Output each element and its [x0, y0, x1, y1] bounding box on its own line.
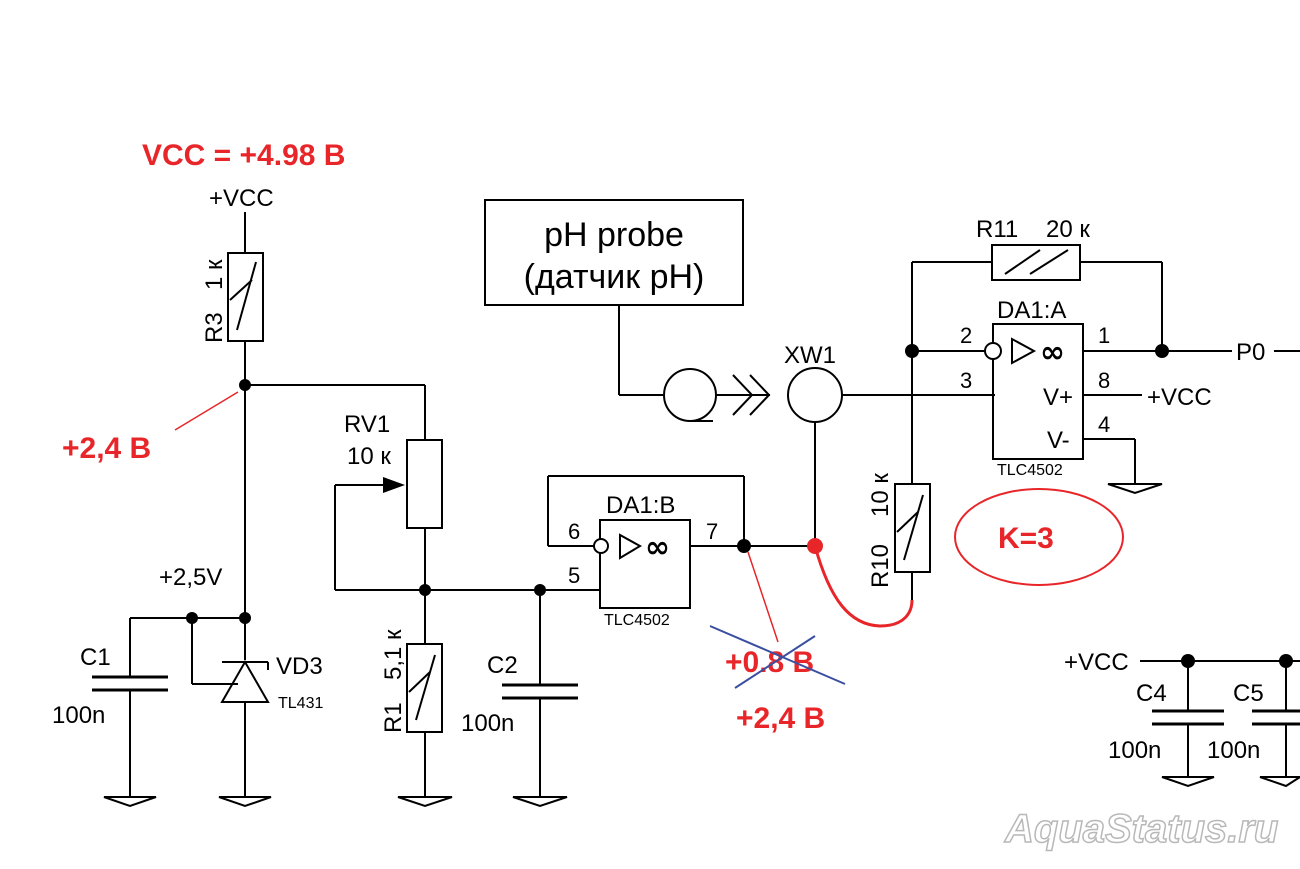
infinity-icon: ∞: [645, 530, 670, 565]
ph-probe-box: [484, 199, 744, 306]
rv1-value: 10 к: [347, 443, 391, 470]
strike-line-2: [734, 635, 816, 689]
vcc-value-annotation: VCC = +4.98 B: [142, 139, 345, 172]
r10-value: 10 к: [867, 473, 894, 517]
pin-a1: 1: [1098, 323, 1110, 348]
decoupling-section: [1140, 654, 1300, 788]
pin-b7: 7: [706, 519, 718, 544]
r3-value: 1 к: [201, 259, 228, 290]
pin-a8: 8: [1098, 368, 1110, 393]
infinity-icon-a: ∞: [1040, 335, 1065, 370]
c4-name: C4: [1136, 680, 1167, 707]
ground-r1-icon: [397, 796, 453, 808]
c1-name: C1: [80, 644, 111, 671]
diode-vd3: [220, 659, 270, 703]
pin-a4: 4: [1098, 412, 1110, 437]
coax-connector-icon: [663, 368, 717, 422]
red-text-annotations: VCC = +4.98 B +2,4 B +0.8 B +2,4 B K=3: [62, 139, 1054, 735]
pin-a2: 2: [960, 323, 972, 348]
ground-c1-icon: [103, 796, 157, 808]
pin-b6: 6: [568, 519, 580, 544]
vcc-opamp-label: +VCC: [1147, 384, 1212, 411]
ground-c2-icon: [512, 796, 568, 808]
opamp-da1b: ∞: [547, 475, 815, 609]
vcc-caps-label: +VCC: [1064, 649, 1129, 676]
r3-name: R3: [201, 312, 228, 343]
watermark: AquaStatus.ru: [1004, 807, 1278, 851]
c4-value: 100n: [1108, 737, 1161, 764]
c5-name: C5: [1233, 680, 1264, 707]
c5-value: 100n: [1207, 737, 1260, 764]
ground-vd3-icon: [218, 796, 272, 808]
node-r3-annotation: +2,4 B: [62, 432, 151, 465]
vminus-label: V-: [1047, 427, 1070, 454]
potentiometer-rv1: [406, 439, 443, 529]
vplus-label: V+: [1043, 384, 1073, 411]
vcc-top-label: +VCC: [209, 185, 274, 212]
left-supply-section: [92, 212, 426, 808]
probe-line2: (датчик pH): [524, 258, 705, 296]
new-value-annotation: +2,4 B: [736, 702, 825, 735]
xw1-label: XW1: [784, 342, 836, 369]
p0-label: P0: [1236, 339, 1265, 366]
c2-value: 100n: [461, 710, 514, 737]
r1-name: R1: [380, 702, 407, 733]
divider-section: [334, 439, 600, 808]
probe-section: [484, 199, 995, 546]
vd3-part: TL431: [278, 695, 323, 712]
r1-value: 5,1 к: [380, 629, 407, 680]
da1a-part: TLC4502: [997, 462, 1063, 479]
da1b-part: TLC4502: [604, 612, 670, 629]
ground-da1a-icon: [1107, 483, 1163, 495]
da1b-name: DA1:B: [606, 492, 675, 519]
vd3-name: VD3: [276, 653, 323, 680]
opamp-da1a-section: ∞: [894, 244, 1300, 600]
r11-value: 20 к: [1046, 216, 1090, 243]
added-jumper-wire: [813, 545, 914, 628]
probe-line1: pH probe: [544, 216, 684, 254]
c2-name: C2: [487, 652, 518, 679]
gain-annotation: K=3: [998, 522, 1054, 555]
xw1-connector: [787, 367, 843, 423]
pin-a3: 3: [960, 368, 972, 393]
da1a-name: DA1:A: [997, 297, 1066, 324]
rv1-name: RV1: [344, 411, 390, 438]
v25-label: +2,5V: [159, 564, 222, 591]
c1-value: 100n: [52, 702, 105, 729]
r11-name: R11: [976, 216, 1018, 243]
pin-b5: 5: [568, 563, 580, 588]
component-labels: +VCC R3 1 к +2,5V C1 100n VD3 TL431 RV1 …: [52, 185, 1265, 764]
strike-line-1: [709, 625, 846, 685]
ground-c4-icon: [1161, 776, 1215, 788]
red-annotations: [174, 391, 1124, 643]
gain-ellipse: [954, 488, 1124, 586]
r10-name: R10: [867, 544, 894, 588]
